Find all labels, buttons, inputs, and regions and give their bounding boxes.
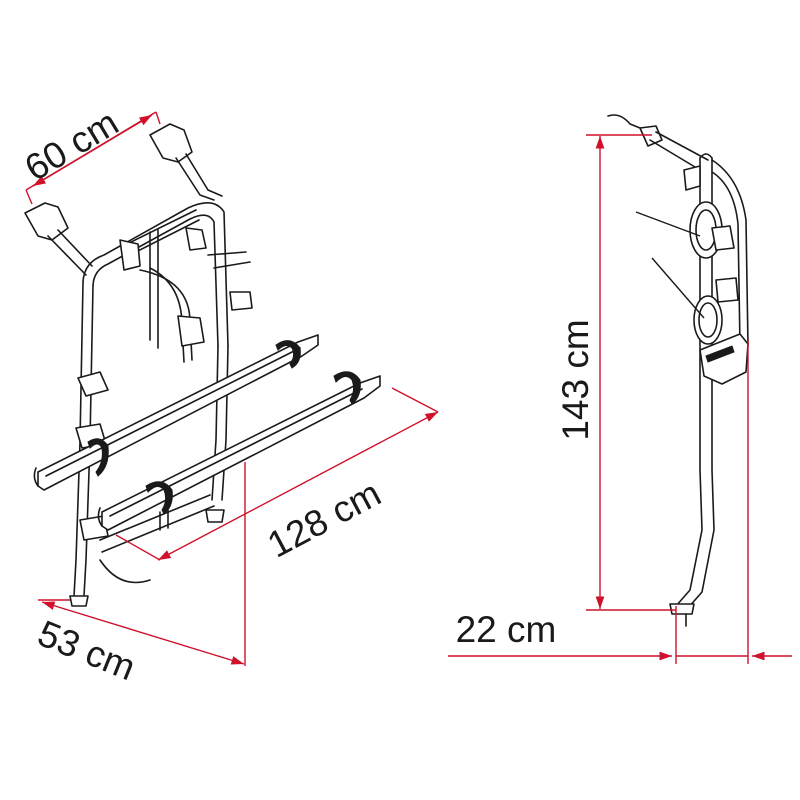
offset-label: 22 cm	[456, 609, 557, 650]
dimension-offset: 22 cm	[448, 340, 792, 664]
dimension-width-top: 60 cm	[18, 102, 161, 205]
width-top-label: 60 cm	[18, 102, 125, 189]
length-arms-label: 128 cm	[261, 472, 387, 565]
dimension-height: 143 cm	[555, 134, 676, 611]
rack-side-view	[607, 114, 749, 627]
height-label: 143 cm	[555, 319, 596, 440]
depth-bottom-label: 53 cm	[32, 613, 141, 689]
top-right-bracket	[149, 123, 193, 163]
top-left-bracket	[24, 202, 69, 241]
frame-left-tube	[82, 202, 229, 347]
side-main-tube	[675, 157, 703, 607]
